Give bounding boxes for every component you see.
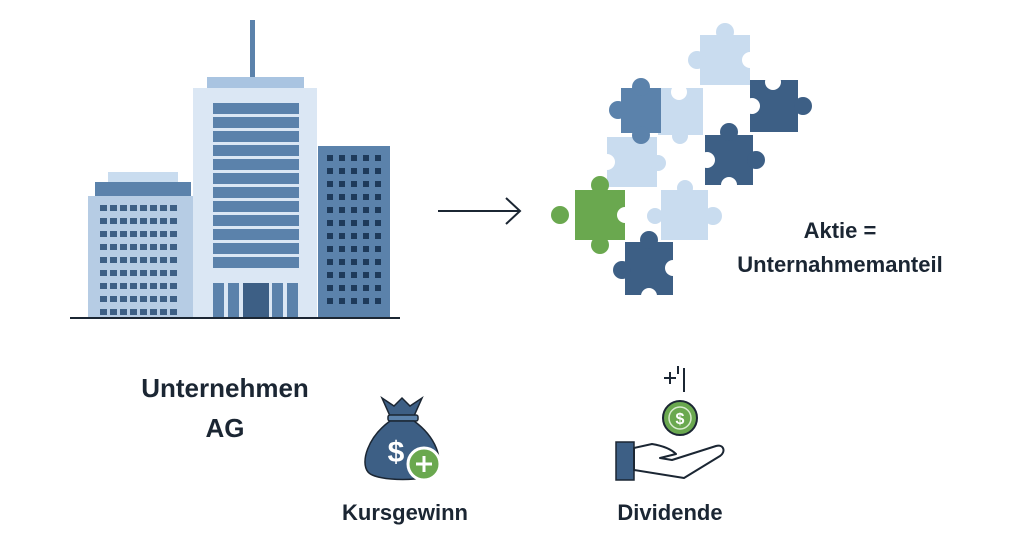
office-buildings-icon — [70, 20, 400, 319]
aktie-caption-line2: Unternahmemanteil — [737, 252, 943, 277]
company-name-line1: Unternehmen — [141, 373, 309, 403]
arrow-right-icon — [438, 197, 522, 225]
company-name-line2: AG — [205, 413, 245, 443]
aktie-caption: Aktie = Unternahmemanteil — [700, 214, 980, 282]
kursgewinn-label: Kursgewinn — [342, 500, 468, 525]
puzzle-pieces-icon — [551, 23, 812, 304]
money-bag-plus-icon: $ — [364, 395, 442, 482]
aktie-caption-line1: Aktie = — [803, 218, 877, 243]
svg-text:$: $ — [676, 411, 685, 428]
dividende-label: Dividende — [617, 500, 723, 525]
hand-receiving-coin-icon: $ — [615, 366, 725, 481]
svg-text:$: $ — [388, 436, 405, 469]
company-name: Unternehmen AG — [110, 368, 340, 448]
